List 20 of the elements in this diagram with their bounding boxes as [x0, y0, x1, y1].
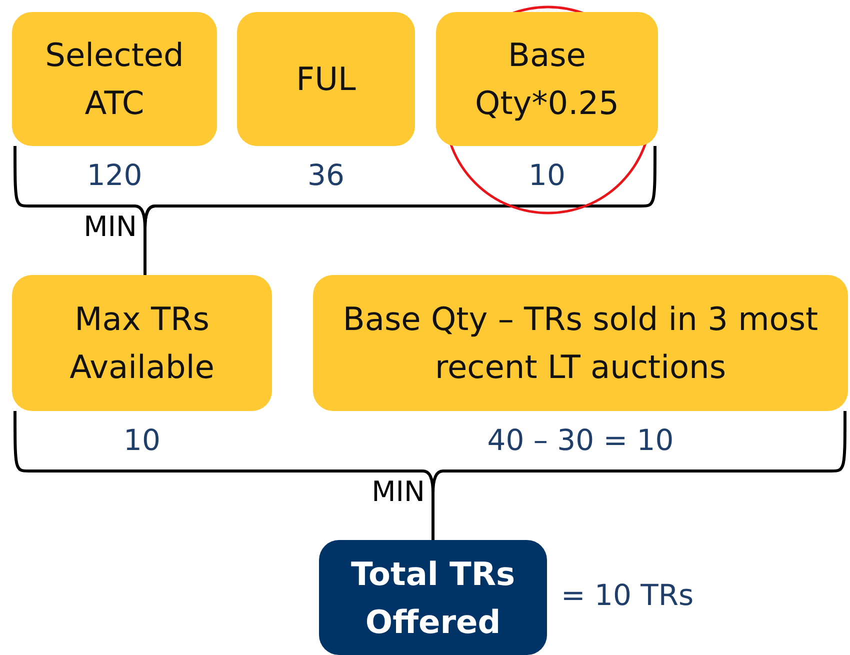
- result-box: [319, 540, 547, 655]
- box-text: Base Qty*0.25: [474, 35, 620, 124]
- input-box: [436, 12, 658, 146]
- box-text: Max TRs Available: [68, 299, 216, 388]
- box-text: Selected ATC: [44, 35, 185, 124]
- input-box: [12, 275, 272, 411]
- edge-label: MIN: [372, 475, 425, 508]
- value-label: 36: [308, 158, 344, 192]
- edge-label: MIN: [84, 210, 137, 243]
- value-label: 10: [528, 158, 566, 192]
- input-box: [12, 12, 217, 146]
- value-label: 120: [86, 158, 142, 192]
- value-label: 40 – 30 = 10: [487, 423, 674, 457]
- box-text: Total TRs Offered: [350, 554, 516, 642]
- input-box: [313, 275, 848, 411]
- box-text: FUL: [295, 59, 357, 100]
- input-box: [237, 12, 415, 146]
- box-text: Base Qty – TRs sold in 3 most recent LT auctions: [342, 299, 820, 388]
- value-label: 10: [124, 423, 160, 457]
- value-label: = 10 TRs: [561, 578, 694, 612]
